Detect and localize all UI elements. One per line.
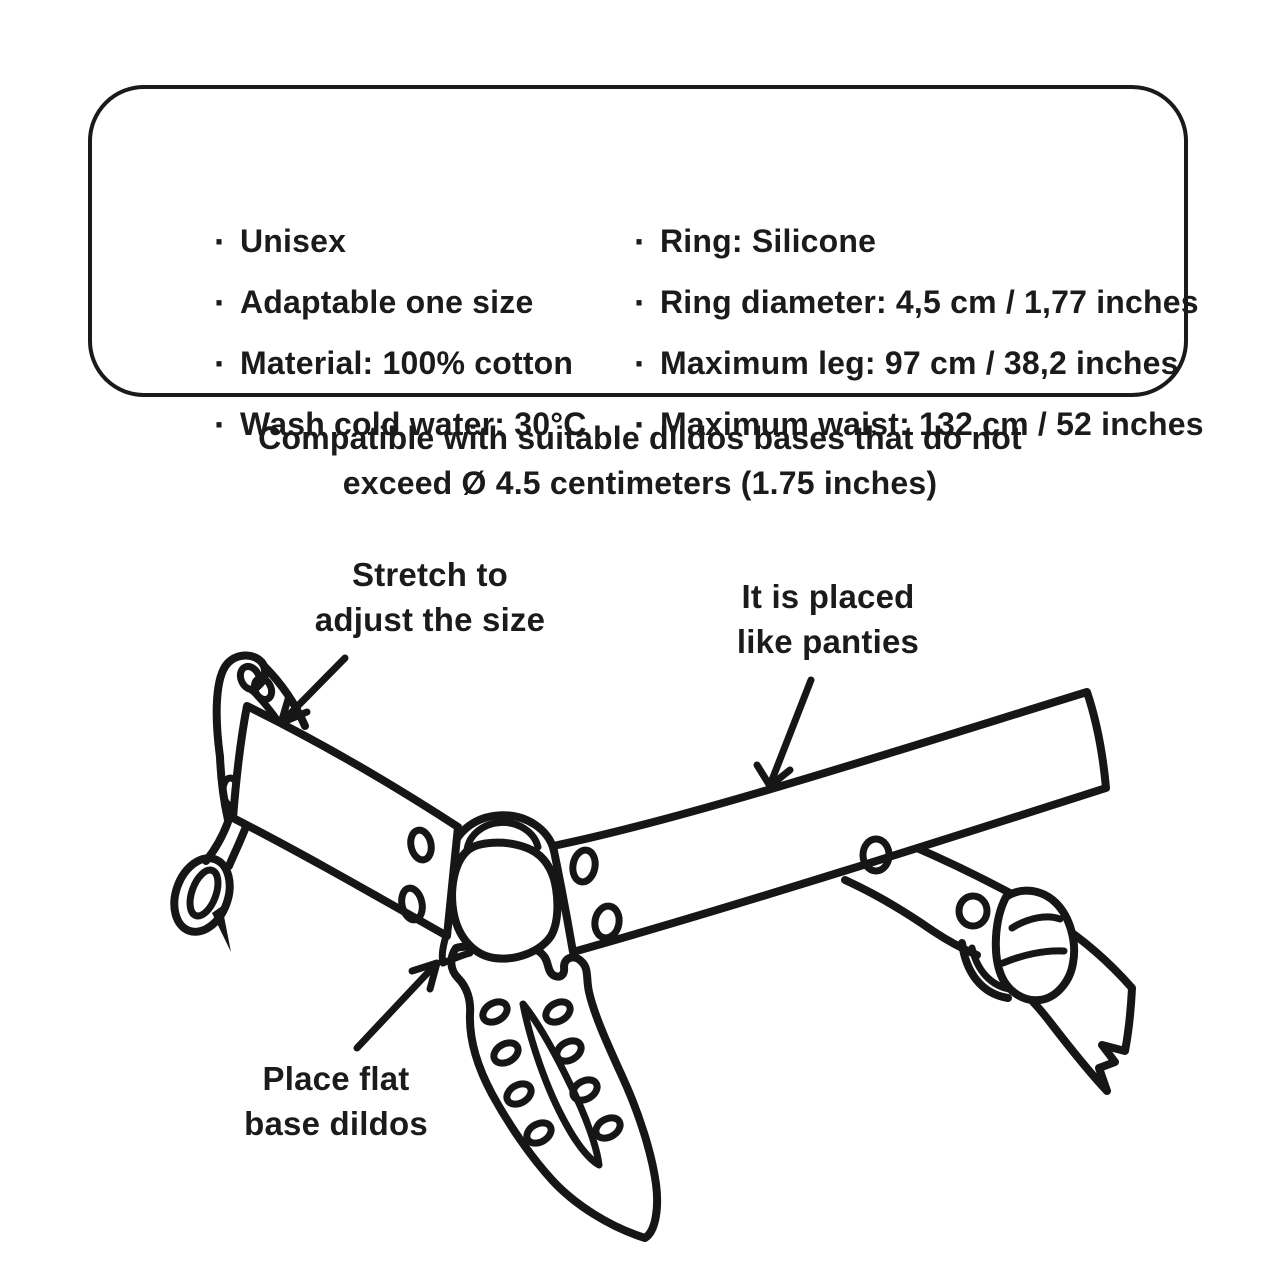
compatibility-caption: Compatible with suitable dildos bases th…: [0, 416, 1280, 506]
spec-item-label: Ring diameter: 4,5 cm / 1,77 inches: [660, 284, 1199, 320]
caption-line-1: Compatible with suitable dildos bases th…: [258, 420, 1022, 456]
spec-item-material: · Material: 100% cotton: [214, 333, 587, 394]
waist-belt-left: [229, 702, 462, 940]
bullet-dot: ·: [214, 403, 226, 445]
label-stretch-to-adjust: Stretch to adjust the size: [270, 552, 590, 642]
spec-column-right: · Ring: Silicone · Ring diameter: 4,5 cm…: [634, 211, 1204, 455]
spec-item-label: Ring: Silicone: [660, 223, 877, 259]
bullet-dot: ·: [634, 281, 646, 323]
leg-loop: [170, 854, 234, 952]
spec-item-label: Maximum waist: 132 cm / 52 inches: [660, 406, 1204, 442]
spec-item-max-leg: · Maximum leg: 97 cm / 38,2 inches: [634, 333, 1204, 394]
spec-box: · Unisex · Adaptable one size · Material…: [88, 85, 1204, 442]
bullet-dot: ·: [214, 220, 226, 262]
left-strap: [170, 651, 309, 952]
spec-item-label: Maximum leg: 97 cm / 38,2 inches: [660, 345, 1179, 381]
spec-item-ring: · Ring: Silicone: [634, 211, 1204, 272]
label-line: adjust the size: [314, 601, 546, 638]
label-line: Place flat: [262, 1060, 410, 1097]
label-line: base dildos: [244, 1105, 428, 1142]
front-flap: [447, 942, 662, 1242]
spec-item-ring-diameter: · Ring diameter: 4,5 cm / 1,77 inches: [634, 272, 1204, 333]
spec-item-label: Unisex: [240, 223, 347, 259]
bullet-dot: ·: [214, 342, 226, 384]
arrow-flat-base: [353, 959, 441, 1052]
arrow-placement: [753, 676, 815, 790]
spec-column-left: · Unisex · Adaptable one size · Material…: [214, 211, 587, 455]
strap-buckle: [958, 886, 1079, 1005]
spec-item-label: Wash cold water: 30°C: [240, 406, 587, 442]
label-place-flat-base: Place flat base dildos: [186, 1056, 486, 1146]
right-strap: [841, 841, 1136, 1095]
bullet-dot: ·: [634, 403, 646, 445]
spec-item-wash: · Wash cold water: 30°C: [214, 394, 587, 455]
caption-line-2: exceed Ø 4.5 centimeters (1.75 inches): [342, 465, 938, 501]
spec-item-unisex: · Unisex: [214, 211, 587, 272]
spec-item-max-waist: · Maximum waist: 132 cm / 52 inches: [634, 394, 1204, 455]
arrow-stretch: [277, 654, 349, 727]
bullet-dot: ·: [634, 220, 646, 262]
bullet-dot: ·: [634, 342, 646, 384]
label-line: It is placed: [741, 578, 915, 615]
spec-item-size: · Adaptable one size: [214, 272, 587, 333]
label-placed-like-panties: It is placed like panties: [678, 574, 978, 664]
fabric-knot: [438, 838, 562, 967]
spec-item-label: Material: 100% cotton: [240, 345, 574, 381]
label-line: Stretch to: [351, 556, 508, 593]
spec-item-label: Adaptable one size: [240, 284, 534, 320]
waist-belt-right: [549, 688, 1110, 956]
label-line: like panties: [736, 623, 920, 660]
bullet-dot: ·: [214, 281, 226, 323]
flap-holes: [479, 998, 624, 1147]
